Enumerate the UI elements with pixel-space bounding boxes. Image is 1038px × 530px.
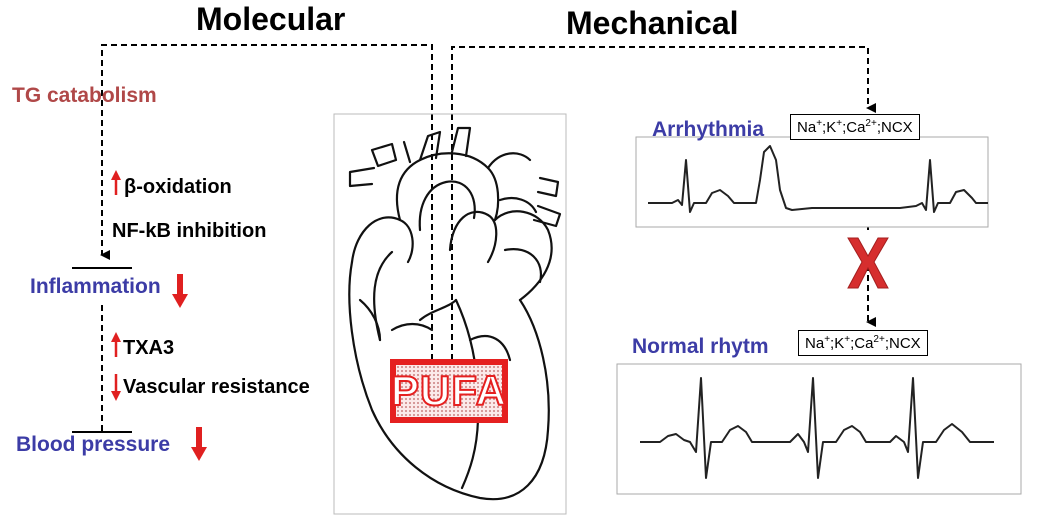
ion-channels-box-top: Na+;K+;Ca2+;NCX — [790, 114, 920, 140]
beta-oxidation-label: β-oxidation — [124, 176, 232, 198]
blood-pressure-down-arrow — [191, 427, 207, 461]
arrhythmia-ecg-frame — [635, 136, 989, 228]
arrhythmia-label: Arrhythmia — [652, 118, 765, 141]
nfkb-inhibition-label: NF-kB inhibition — [112, 220, 267, 242]
beta-oxidation-up-arrow — [111, 170, 121, 195]
arrhythmia-ecg-trace — [648, 145, 988, 213]
mechanical-header: Mechanical — [566, 5, 739, 41]
pufa-label: PUFA — [390, 366, 508, 415]
vascular-resistance-down-arrow — [111, 374, 121, 401]
inflammation-label: Inflammation — [30, 275, 161, 298]
molecular-header: Molecular — [196, 1, 346, 37]
normal-rhythm-label: Normal rhytm — [632, 335, 769, 358]
ion-channels-box-bottom: Na+;K+;Ca2+;NCX — [798, 330, 928, 356]
pufa-box: PUFA — [390, 359, 508, 423]
molecular-connector — [100, 44, 433, 432]
heart-drawing — [348, 126, 562, 501]
tg-catabolism-label: TG catabolism — [12, 84, 157, 107]
txa3-label: TXA3 — [123, 337, 175, 359]
txa3-up-arrow — [111, 332, 121, 357]
heart-frame — [333, 113, 567, 515]
normal-ecg-trace — [640, 377, 994, 479]
vascular-resistance-label: Vascular resistance — [123, 376, 310, 398]
blood-pressure-label: Blood pressure — [16, 433, 171, 456]
block-x-mark — [847, 237, 889, 289]
inflammation-down-arrow — [172, 274, 188, 308]
